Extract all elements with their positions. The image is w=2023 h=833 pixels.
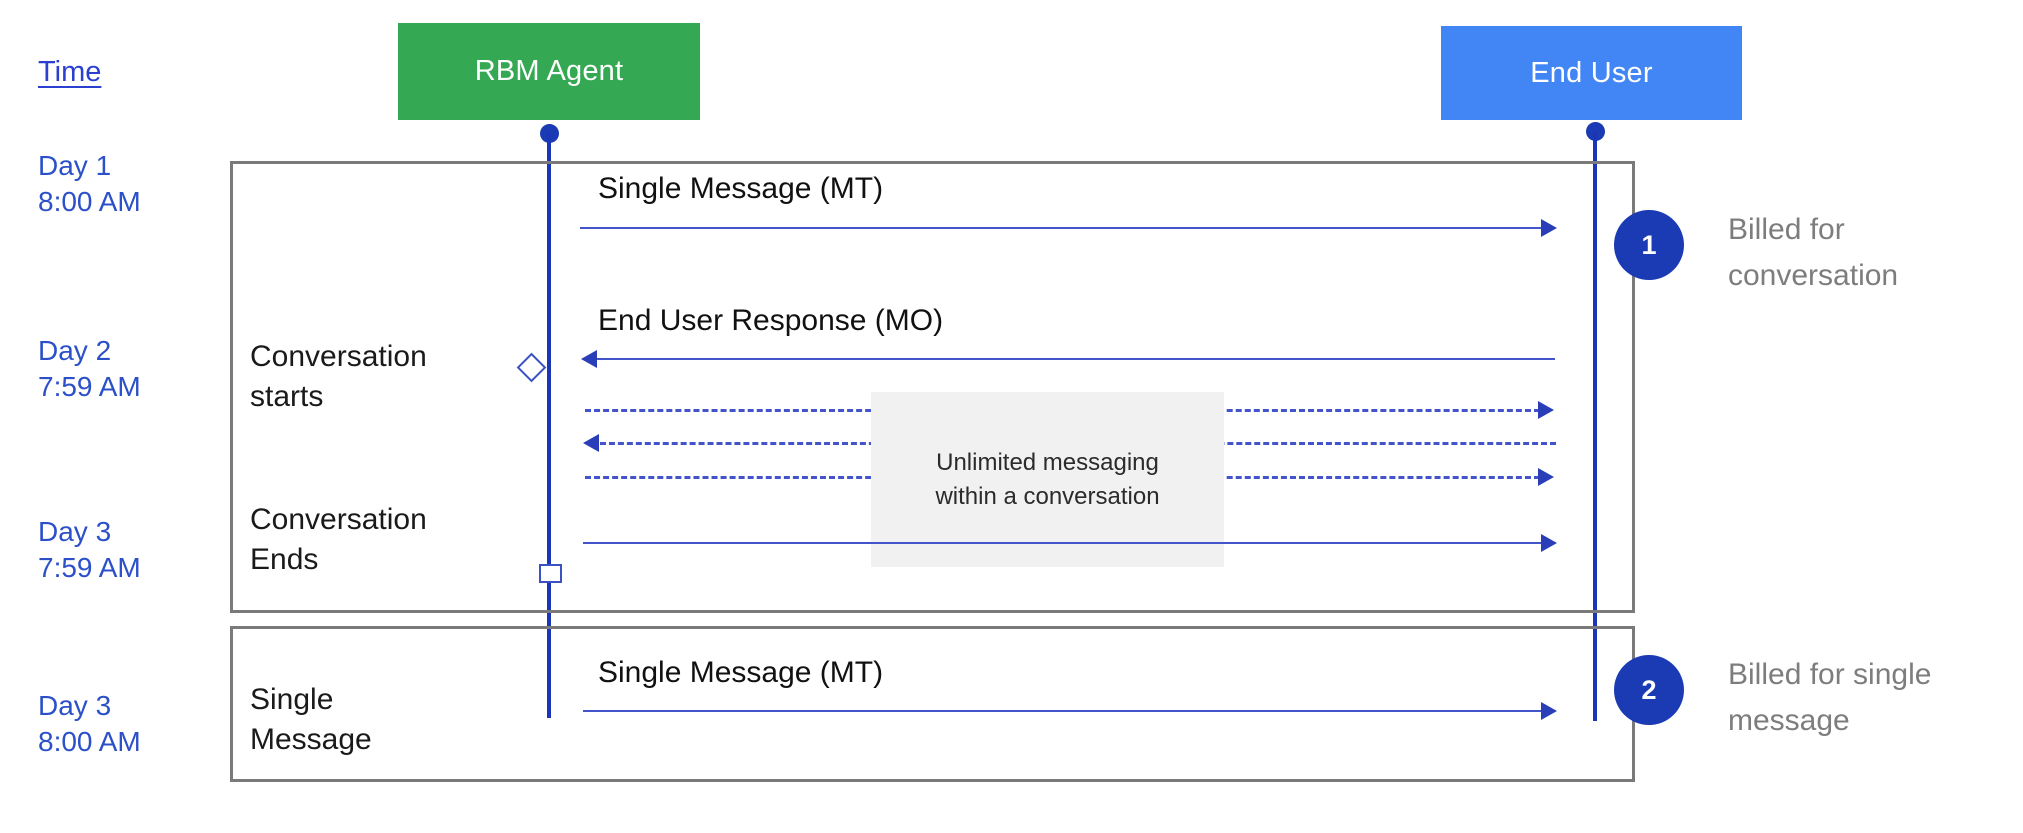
message-arrow-head-right-5 — [1538, 468, 1554, 486]
message-arrow-head-right-6 — [1541, 534, 1557, 552]
actor-box-end-user: End User — [1441, 26, 1742, 120]
message-arrow-line-1 — [580, 227, 1555, 229]
callout-badge-2: 2 — [1614, 655, 1684, 725]
message-arrow-head-right-3 — [1538, 401, 1554, 419]
time-label-day3-end: Day 3 7:59 AM — [38, 516, 141, 583]
callout-text-1: Billed for conversation — [1728, 213, 1899, 292]
message-arrow-head-left-4 — [583, 434, 599, 452]
actor-box-rbm-agent: RBM Agent — [398, 23, 700, 120]
time-label-day3-single: Day 3 8:00 AM — [38, 690, 141, 757]
group-box-single-message — [230, 626, 1635, 782]
note-unlimited-messaging: Unlimited messaging within a conversatio… — [871, 392, 1224, 567]
message-label-single-message-mt-2: Single Message (MT) — [598, 656, 884, 689]
actor-label-rbm-agent: RBM Agent — [474, 55, 624, 87]
lifeline-rbm-agent — [547, 133, 551, 718]
lifeline-end-user — [1593, 131, 1597, 721]
callout-badge-1: 1 — [1614, 210, 1684, 280]
message-arrow-line-7 — [583, 710, 1555, 712]
message-arrow-line-6 — [583, 542, 1555, 544]
actor-label-end-user: End User — [1530, 56, 1653, 89]
stage-label-single-message: Single Message — [250, 683, 372, 756]
message-arrow-line-2 — [597, 358, 1555, 360]
group-box-conversation — [230, 161, 1635, 613]
note-unlimited-messaging-text: Unlimited messaging within a conversatio… — [935, 448, 1160, 510]
marker-conversation-end-square — [539, 564, 562, 583]
stage-label-conversation-starts: Conversation starts — [250, 340, 427, 413]
callout-text-2: Billed for single message — [1728, 658, 1932, 737]
callout-badge-1-number: 1 — [1641, 229, 1657, 260]
stage-label-conversation-ends: Conversation Ends — [250, 503, 427, 576]
time-label-day2: Day 2 7:59 AM — [38, 335, 141, 402]
message-label-single-message-mt-1: Single Message (MT) — [598, 172, 884, 205]
message-arrow-head-right-1 — [1541, 219, 1557, 237]
time-column-header: Time — [38, 56, 102, 88]
callout-badge-2-number: 2 — [1641, 674, 1657, 705]
time-label-day1: Day 1 8:00 AM — [38, 150, 141, 217]
message-label-end-user-response-mo: End User Response (MO) — [598, 304, 944, 337]
message-arrow-head-left-2 — [581, 350, 597, 368]
message-arrow-head-right-7 — [1541, 702, 1557, 720]
